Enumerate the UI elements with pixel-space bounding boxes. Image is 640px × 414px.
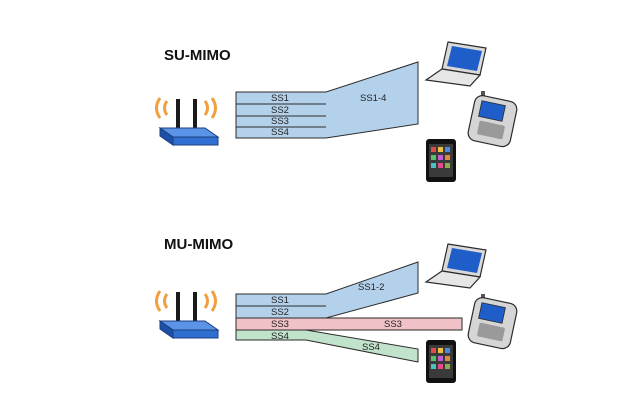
laptop-icon	[424, 243, 487, 289]
mu-stream-label-1: SS1	[271, 295, 289, 306]
mu-beam-label-ss4: SS4	[362, 342, 380, 353]
pda-phone-icon	[467, 294, 518, 350]
mu-stream-label-4: SS4	[271, 331, 289, 342]
mu-stream-label-3: SS3	[271, 319, 289, 330]
mu-beam-ss3: SS3 SS3	[235, 317, 463, 331]
su-stream-label-2: SS2	[271, 105, 289, 116]
su-mimo-title: SU-MIMO	[164, 47, 231, 64]
su-combined-label: SS1-4	[360, 93, 386, 104]
su-stream-label-1: SS1	[271, 93, 289, 104]
mu-beam-ss4: SS4 SS4	[235, 329, 419, 363]
smartphone-icon	[426, 340, 456, 383]
smartphone-icon	[426, 139, 456, 182]
router-icon	[155, 97, 220, 146]
mu-beam-ss1-2: SS1 SS2 SS1-2	[235, 261, 419, 319]
su-mimo-section: SU-MIMO SS1 SS2 SS3 SS4 SS1-4	[155, 41, 518, 182]
mu-mimo-title: MU-MIMO	[164, 236, 233, 253]
mu-stream-label-2: SS2	[271, 307, 289, 318]
mu-beam-label-ss3: SS3	[384, 319, 402, 330]
mu-mimo-section: MU-MIMO SS4 SS4 SS3 SS3	[155, 236, 518, 383]
mu-beam-label-ss1-2: SS1-2	[358, 282, 384, 293]
laptop-icon	[424, 41, 487, 87]
pda-phone-icon	[467, 91, 518, 148]
su-stream-label-4: SS4	[271, 127, 289, 138]
su-stream-label-3: SS3	[271, 116, 289, 127]
router-icon	[155, 290, 220, 339]
su-mimo-beam: SS1 SS2 SS3 SS4 SS1-4	[235, 61, 419, 139]
